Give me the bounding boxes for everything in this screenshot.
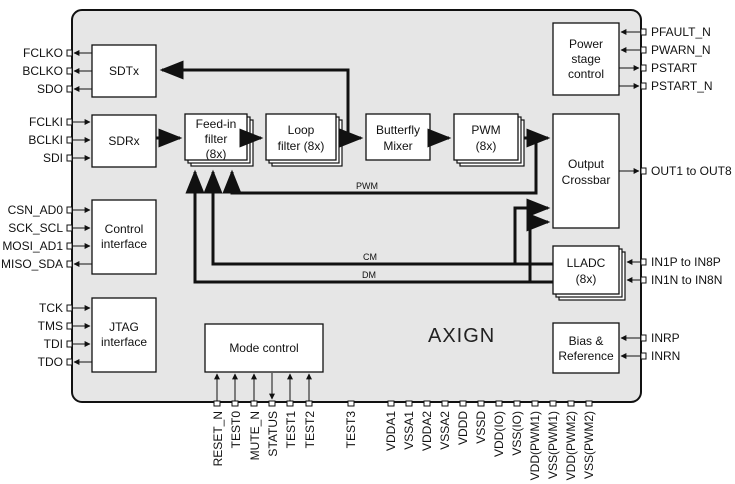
block-sdtx-label: SDTx xyxy=(109,64,139,78)
block-jtag-interface: JTAG interface xyxy=(91,297,157,373)
pin-bclki: BCLKI xyxy=(28,133,63,147)
pin-vdd-io: VDD(IO) xyxy=(492,411,506,457)
control-label-1: Control xyxy=(105,222,144,236)
pin-vssa2: VSSA2 xyxy=(438,411,452,450)
feedin-label-2: filter xyxy=(205,132,228,146)
pin-vddd: VDDD xyxy=(456,411,470,445)
butterfly-label-2: Mixer xyxy=(383,139,412,153)
block-output-crossbar: Output Crossbar xyxy=(552,113,620,229)
mode-label: Mode control xyxy=(229,341,298,355)
feedin-label-3: (8x) xyxy=(206,147,227,161)
jtag-label-1: JTAG xyxy=(109,320,139,334)
block-loop-filter: Loop filter (8x) xyxy=(265,113,343,167)
chip-outline xyxy=(71,9,642,403)
pin-test3: TEST3 xyxy=(344,411,358,449)
pin-sdo: SDO xyxy=(37,82,63,96)
signal-paths xyxy=(156,60,553,284)
crossbar-label-2: Crossbar xyxy=(562,173,611,187)
jtag-label-2: interface xyxy=(101,335,147,349)
pin-vssd: VSSD xyxy=(474,411,488,444)
signal-label-dm: DM xyxy=(362,270,376,280)
pin-vss-pwm2: VSS(PWM2) xyxy=(582,411,596,479)
pin-vdda2: VDDA2 xyxy=(420,411,434,451)
pin-out1-to-out8: OUT1 to OUT8 xyxy=(651,164,732,178)
pin-bclko: BCLKO xyxy=(22,64,63,78)
pin-pstart-n: PSTART_N xyxy=(651,79,713,93)
pin-in1p-to-in8p: IN1P to IN8P xyxy=(651,255,721,269)
pwm-label-2: (8x) xyxy=(476,139,497,153)
pin-sck-scl: SCK_SCL xyxy=(8,221,63,235)
feedin-label-1: Feed-in xyxy=(196,117,237,131)
block-butterfly-mixer: Butterfly Mixer xyxy=(365,113,431,161)
pin-test2: TEST2 xyxy=(303,411,317,449)
pin-reset-n: RESET_N xyxy=(211,411,225,466)
control-label-2: interface xyxy=(101,237,147,251)
pin-miso-sda: MISO_SDA xyxy=(1,257,63,271)
pin-vss-io: VSS(IO) xyxy=(510,411,524,456)
block-sdrx: SDRx xyxy=(91,114,157,168)
block-power-stage-control: Power stage control xyxy=(552,22,620,96)
loop-label-2: filter (8x) xyxy=(278,139,325,153)
bias-label-2: Reference xyxy=(558,349,614,363)
pin-inrp: INRP xyxy=(651,331,680,345)
pin-tms: TMS xyxy=(38,319,63,333)
lladc-label-1: LLADC xyxy=(567,256,606,270)
crossbar-label-1: Output xyxy=(568,157,605,171)
pin-pstart: PSTART xyxy=(651,61,698,75)
pin-vss-pwm1: VSS(PWM1) xyxy=(546,411,560,479)
pin-mosi-ad1: MOSI_AD1 xyxy=(2,239,63,253)
pin-pwarn-n: PWARN_N xyxy=(651,43,711,57)
pin-in1n-to-in8n: IN1N to IN8N xyxy=(651,273,722,287)
axign-logo: AXIGN xyxy=(428,325,495,347)
pin-tdi: TDI xyxy=(44,337,63,351)
block-feedin-filter: Feed-in filter (8x) xyxy=(184,113,254,167)
signal-label-cm: CM xyxy=(363,252,377,262)
loop-label-1: Loop xyxy=(288,123,315,137)
power-label-1: Power xyxy=(569,37,603,51)
power-label-2: stage xyxy=(571,52,601,66)
pin-sdi: SDI xyxy=(43,151,63,165)
pin-vdd-pwm2: VDD(PWM2) xyxy=(564,411,578,480)
signal-label-pwm: PWM xyxy=(356,181,378,191)
block-sdrx-label: SDRx xyxy=(108,134,139,148)
pin-test0: TEST0 xyxy=(229,411,243,449)
pin-vdda1: VDDA1 xyxy=(384,411,398,451)
bias-label-1: Bias & xyxy=(569,334,604,348)
block-lladc: LLADC (8x) xyxy=(552,245,626,301)
block-mode-control: Mode control xyxy=(204,323,324,373)
pin-mute-n: MUTE_N xyxy=(248,411,262,460)
pin-tdo: TDO xyxy=(38,355,63,369)
pin-status: STATUS xyxy=(266,411,280,457)
pin-vssa1: VSSA1 xyxy=(402,411,416,450)
pin-pfault-n: PFAULT_N xyxy=(651,25,711,39)
lladc-label-2: (8x) xyxy=(576,272,597,286)
block-sdtx: SDTx xyxy=(91,44,157,98)
pin-inrn: INRN xyxy=(651,349,680,363)
pin-fclki: FCLKI xyxy=(29,115,63,129)
block-pwm: PWM (8x) xyxy=(453,113,525,167)
pin-vdd-pwm1: VDD(PWM1) xyxy=(528,411,542,480)
butterfly-label-1: Butterfly xyxy=(376,123,420,137)
pin-tck: TCK xyxy=(39,301,63,315)
block-bias-reference: Bias & Reference xyxy=(552,322,620,374)
block-control-interface: Control interface xyxy=(91,199,157,275)
pwm-label-1: PWM xyxy=(471,123,500,137)
pin-test1: TEST1 xyxy=(284,411,298,449)
pin-fclko: FCLKO xyxy=(23,46,63,60)
pin-csn-ad0: CSN_AD0 xyxy=(8,203,64,217)
power-label-3: control xyxy=(568,67,604,81)
